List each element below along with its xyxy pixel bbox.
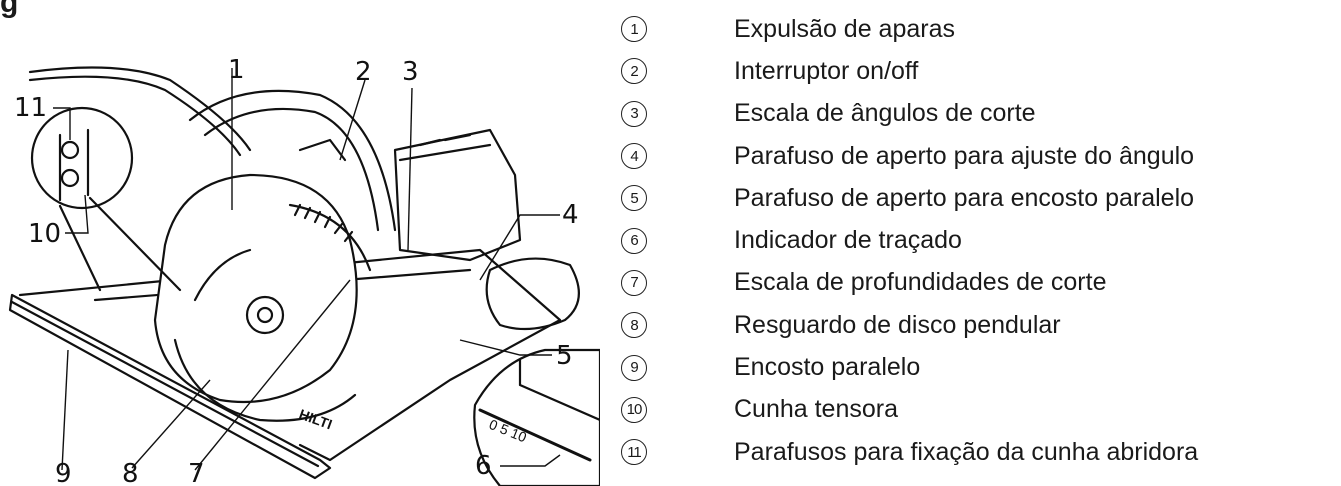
- legend-item: 10 Cunha tensora: [621, 389, 1198, 431]
- legend-item: 6 Indicador de traçado: [621, 219, 1198, 261]
- circular-saw-diagram: 1 2 3 4 5 6 7 8 9 10 11 HILTI 0 5 10: [8, 55, 600, 486]
- callout-9: 9: [55, 459, 72, 486]
- callout-3: 3: [402, 57, 419, 87]
- legend-label: Indicador de traçado: [734, 226, 962, 255]
- legend-number: 7: [621, 269, 647, 296]
- legend-label: Expulsão de aparas: [734, 14, 955, 43]
- motor-housing: [393, 128, 522, 262]
- legend-item: 3 Escala de ângulos de corte: [621, 93, 1198, 135]
- callout-2: 2: [355, 57, 372, 87]
- legend-label: Parafuso de aperto para encosto paralelo: [734, 183, 1195, 212]
- legend-label: Interruptor on/off: [734, 56, 919, 85]
- handle: [188, 89, 397, 232]
- legend-label: Cunha tensora: [734, 395, 899, 424]
- legend-label: Resguardo de disco pendular: [734, 310, 1061, 339]
- section-heading: g: [0, 0, 19, 19]
- blade-hub: [245, 295, 285, 335]
- legend-number: 1: [621, 16, 647, 43]
- legend-item: 11 Parafusos para fixação da cunha abrido…: [621, 431, 1198, 473]
- callout-10: 10: [28, 219, 61, 249]
- legend-number: 10: [621, 396, 647, 423]
- callout-7: 7: [188, 459, 205, 486]
- legend-number: 8: [621, 312, 647, 339]
- callout-1: 1: [228, 55, 245, 85]
- legend-number: 2: [621, 58, 647, 85]
- legend-number: 5: [621, 185, 647, 212]
- legend-number: 6: [621, 227, 647, 254]
- legend-item: 8 Resguardo de disco pendular: [621, 304, 1198, 346]
- riving-wedge-inset: [30, 106, 134, 210]
- base-plate: [18, 248, 562, 462]
- callout-5: 5: [556, 341, 573, 371]
- legend-number: 4: [621, 143, 647, 170]
- legend-number: 11: [621, 439, 647, 466]
- legend-label: Encosto paralelo: [734, 353, 921, 382]
- legend-number: 3: [621, 100, 647, 127]
- legend-item: 4 Parafuso de aperto para ajuste do ângul…: [621, 135, 1198, 177]
- legend-item: 5 Parafuso de aperto para encosto paralel…: [621, 177, 1198, 219]
- legend-label: Escala de ângulos de corte: [734, 99, 1036, 128]
- legend-item: 9 Encosto paralelo: [621, 346, 1198, 388]
- power-cord: [28, 66, 252, 152]
- legend-item: 7 Escala de profundidades de corte: [621, 262, 1198, 304]
- tracing-indicator-inset: [473, 348, 600, 486]
- callout-4: 4: [562, 200, 579, 230]
- pendulum-guard: [173, 338, 357, 422]
- legend-number: 9: [621, 354, 647, 381]
- callout-6: 6: [475, 451, 492, 481]
- hilti-logo-text: HILTI: [297, 406, 334, 433]
- legend-label: Parafusos para fixação da cunha abridora: [734, 437, 1199, 466]
- legend-label: Parafuso de aperto para ajuste do ângulo: [734, 141, 1195, 170]
- legend-item: 2 Interruptor on/off: [621, 50, 1198, 92]
- callout-11: 11: [14, 93, 47, 123]
- legend-label: Escala de profundidades de corte: [734, 268, 1107, 297]
- callout-8: 8: [122, 459, 139, 486]
- legend-item: 1 Expulsão de aparas: [621, 8, 1198, 50]
